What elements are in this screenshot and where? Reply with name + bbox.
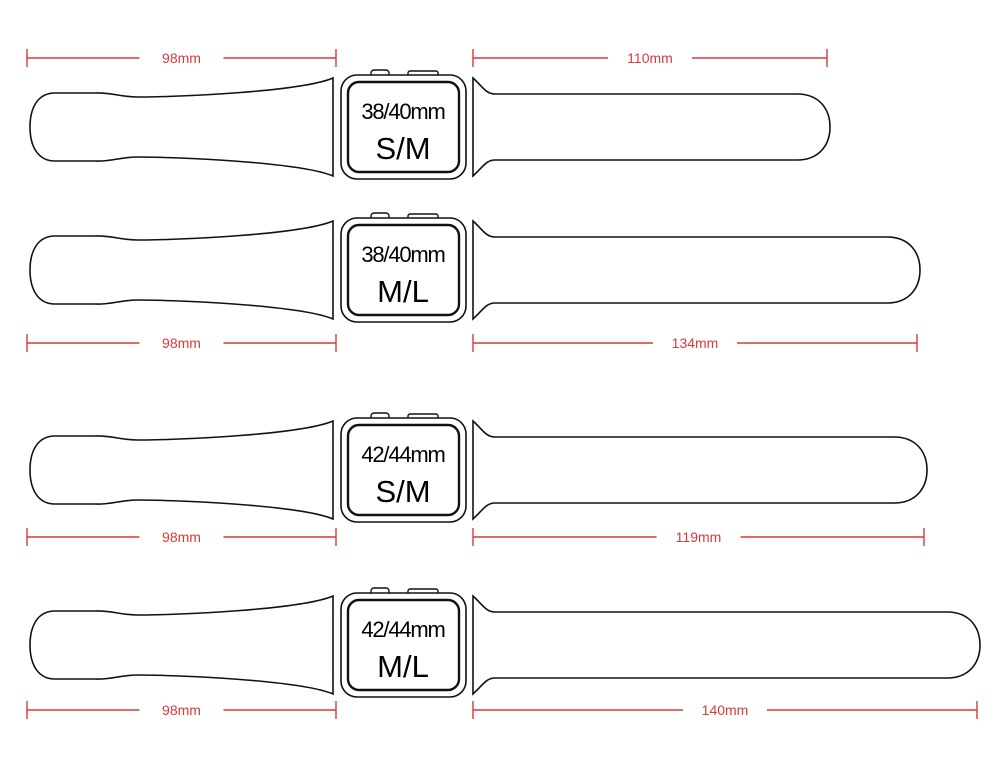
short-strap-dimension: 98mm (26, 334, 337, 352)
screen-outline (346, 598, 461, 692)
fit-size-label: S/M (375, 131, 430, 166)
long-strap (472, 76, 831, 178)
case-size-label: 38/40mm (361, 99, 444, 124)
screen-outline (346, 223, 461, 317)
short-strap (29, 76, 334, 178)
short-strap-dimension: 98mm (26, 701, 337, 719)
short-strap-length-label: 98mm (162, 702, 201, 718)
short-strap-length-label: 98mm (162, 50, 201, 66)
long-strap-length-label: 110mm (627, 50, 673, 66)
case-size-label: 42/44mm (361, 617, 444, 642)
long-strap-length-label: 140mm (702, 702, 749, 718)
fit-size-label: S/M (375, 474, 430, 509)
short-strap (29, 594, 334, 696)
long-strap (472, 419, 928, 521)
case-size-label: 38/40mm (361, 242, 444, 267)
long-strap-dimension: 119mm (472, 528, 925, 546)
short-strap (29, 219, 334, 321)
long-strap-dimension: 134mm (472, 334, 918, 352)
long-strap (472, 219, 921, 321)
long-strap-length-label: 119mm (676, 529, 722, 545)
short-strap-dimension: 98mm (26, 49, 337, 67)
short-strap (29, 419, 334, 521)
short-strap-dimension: 98mm (26, 528, 337, 546)
long-strap-dimension: 110mm (472, 49, 828, 67)
long-strap (472, 594, 981, 696)
fit-size-label: M/L (377, 649, 429, 684)
long-strap-dimension: 140mm (472, 701, 978, 719)
short-strap-length-label: 98mm (162, 335, 201, 351)
case-size-label: 42/44mm (361, 442, 444, 467)
fit-size-label: M/L (377, 274, 429, 309)
screen-outline (346, 80, 461, 174)
screen-outline (346, 423, 461, 517)
short-strap-length-label: 98mm (162, 529, 201, 545)
long-strap-length-label: 134mm (672, 335, 719, 351)
